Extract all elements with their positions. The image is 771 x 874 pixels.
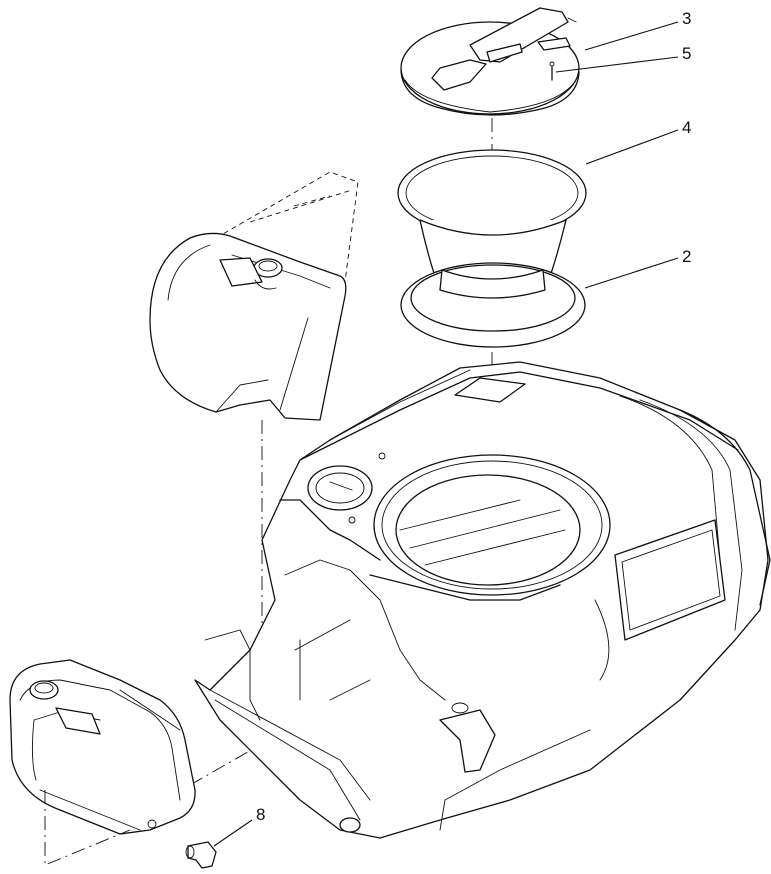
side-hopper-upper: [149, 171, 359, 421]
main-tank-body: [194, 361, 771, 839]
callout-label-2: 2: [682, 247, 691, 266]
callout-label-4: 4: [682, 118, 691, 137]
drain-fitting-part: [185, 841, 217, 869]
callout-3: 3: [584, 9, 691, 51]
callout-label-8: 8: [256, 805, 265, 824]
lid-part: [400, 7, 580, 116]
callout-label-5: 5: [682, 44, 691, 63]
side-tank-lower: [9, 659, 196, 866]
callout-5: 5: [555, 44, 691, 73]
callout-2: 2: [584, 247, 691, 289]
pin-part: [549, 61, 555, 81]
callout-4: 4: [585, 118, 691, 165]
callout-label-3: 3: [682, 9, 691, 28]
gasket-part: [400, 262, 586, 348]
callout-8: 8: [213, 805, 265, 847]
